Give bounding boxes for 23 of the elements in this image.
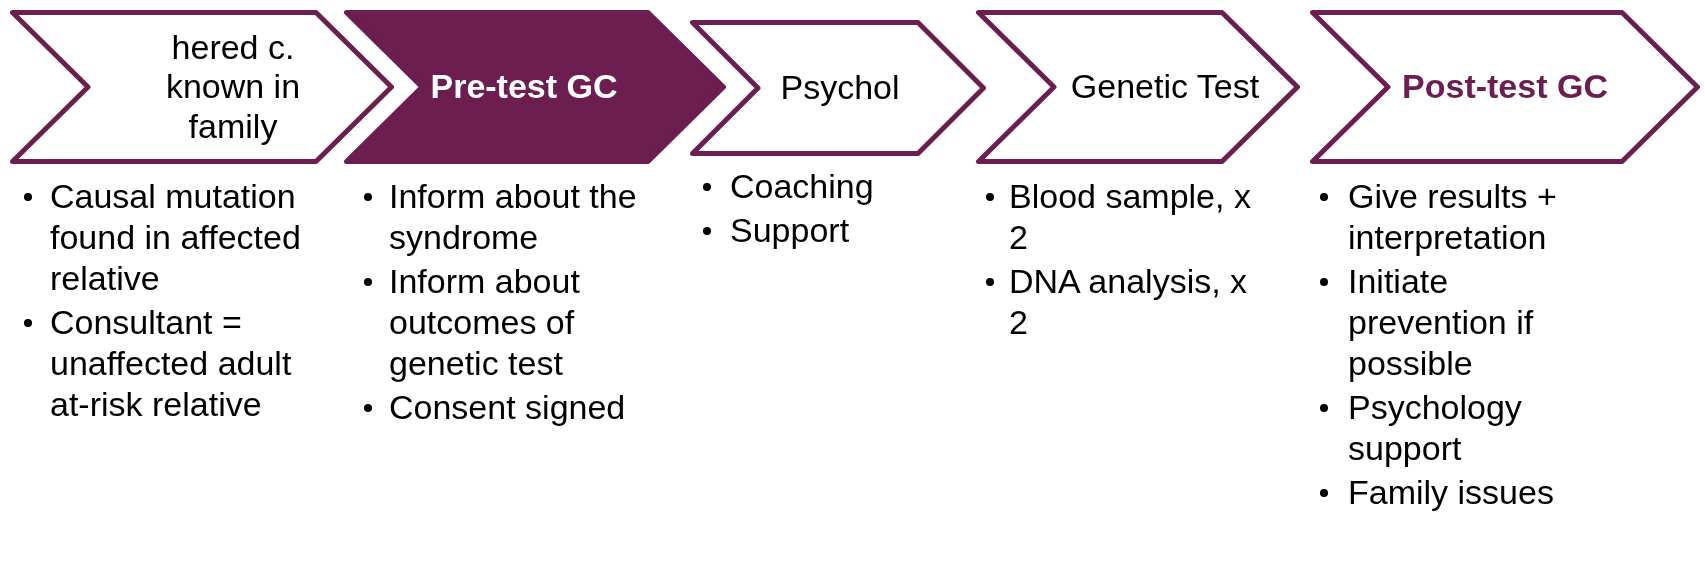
bullet-text: Blood sample, x 2 — [1009, 176, 1252, 258]
bullet-text: Support — [730, 210, 851, 251]
bullet-text: Causal mutation found in affected relative — [50, 176, 302, 299]
bullet-text: Give results + interpretation — [1348, 176, 1558, 258]
step-title: hered c. known in family — [164, 27, 302, 147]
bullet-text: Inform about outcomes of genetic test — [389, 261, 581, 384]
step-title: Pre-test GC — [429, 66, 619, 108]
chevron-step — [1310, 10, 1700, 164]
chevron-step — [10, 10, 394, 164]
chevron-step — [344, 10, 726, 164]
step-title: Psychol — [779, 67, 901, 109]
bullet-text: Consultant = unaffected adult at-risk relative — [50, 302, 293, 425]
bullet-text: Inform about the syndrome — [389, 176, 638, 258]
bullet-text: Psychology support — [1348, 387, 1523, 469]
step-title: Post-test GC — [1401, 66, 1609, 108]
bullet-text: Coaching — [730, 166, 875, 207]
step-title: Genetic Test — [1069, 66, 1261, 108]
bullet-text: DNA analysis, x 2 — [1009, 261, 1249, 343]
bullet-text: Consent signed — [389, 387, 627, 428]
bullet-text: Family issues — [1348, 472, 1555, 513]
chevron-step — [976, 10, 1300, 164]
chevron-step — [690, 20, 986, 156]
bullet-text: Initiate prevention if possible — [1348, 261, 1535, 384]
